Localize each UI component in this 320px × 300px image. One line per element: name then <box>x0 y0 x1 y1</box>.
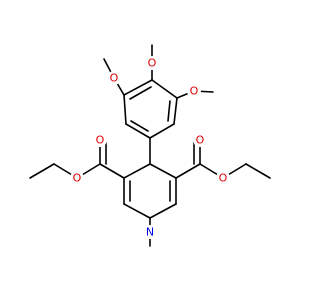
bond <box>149 163 177 179</box>
bond <box>149 203 177 219</box>
oxygen-label: O <box>96 134 105 147</box>
bond <box>167 100 171 122</box>
bond <box>175 163 201 179</box>
oxygen-label: O <box>110 72 119 85</box>
bond <box>123 79 153 96</box>
bond <box>123 163 151 179</box>
ring-nitrogen: N <box>143 225 157 239</box>
bond <box>29 163 55 179</box>
carbonyl-oxygen-right: O <box>193 133 207 147</box>
bond <box>245 163 271 179</box>
oxygen-label: O <box>73 172 82 185</box>
oxygen-label: O <box>148 57 157 70</box>
bond <box>173 97 178 125</box>
bonds <box>29 44 271 247</box>
bond <box>123 94 127 125</box>
bond <box>151 79 178 99</box>
atom-labels: O O O O O O O N <box>70 56 230 239</box>
oxygen-label: O <box>219 172 228 185</box>
methoxy-oxygen-top: O <box>145 56 159 70</box>
bond <box>149 123 175 139</box>
methoxy-oxygen-left: O <box>107 71 121 85</box>
chemical-structure-diagram: O O O O O O O N <box>29 44 271 247</box>
oxygen-label: O <box>196 134 205 147</box>
oxygen-label: O <box>190 85 199 98</box>
bond <box>129 86 152 100</box>
ester-oxygen-right: O <box>216 171 230 185</box>
methoxy-oxygen-right: O <box>187 84 201 98</box>
bond <box>125 123 151 139</box>
bond <box>130 120 149 132</box>
carbonyl-oxygen-left: O <box>93 133 107 147</box>
nitrogen-label: N <box>146 226 154 239</box>
ester-oxygen-left: O <box>70 171 84 185</box>
bond <box>99 163 125 179</box>
bond <box>123 203 151 219</box>
